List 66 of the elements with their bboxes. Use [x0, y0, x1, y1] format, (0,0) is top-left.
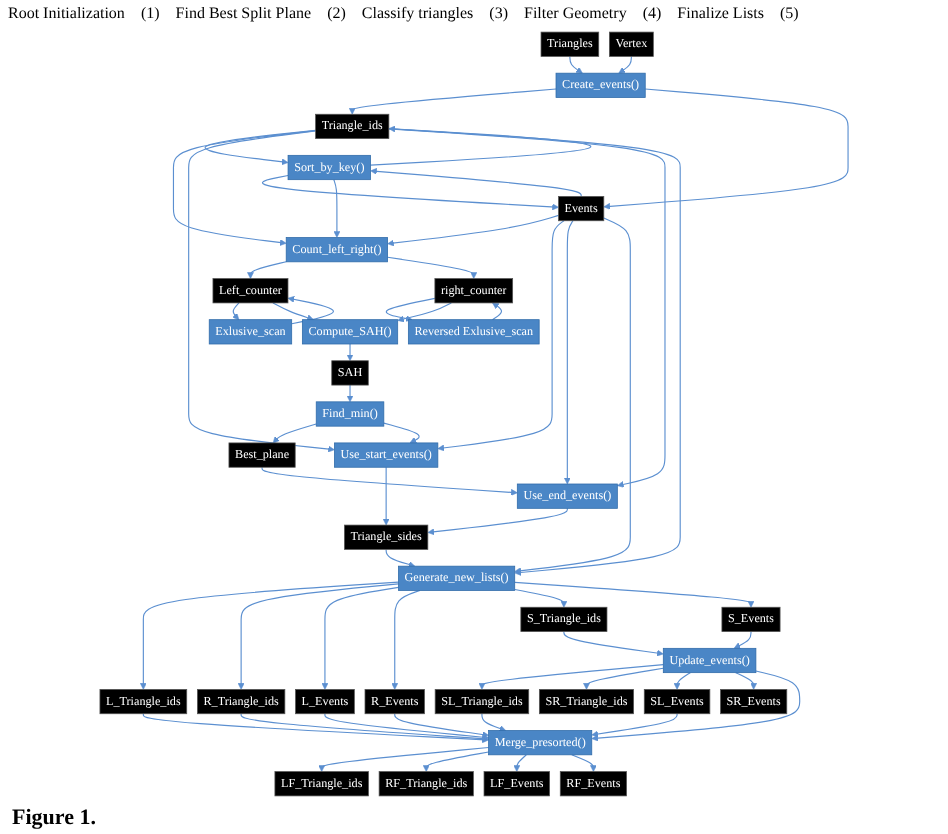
arrow: [237, 583, 399, 690]
section-label: (5): [779, 4, 799, 22]
arrow: [394, 713, 489, 738]
arrow: [437, 220, 565, 452]
arrow: [240, 713, 489, 743]
arrow: [333, 179, 341, 238]
section-label: Root Initialization: [8, 4, 125, 22]
section-label: Find Best Split Plane: [175, 4, 312, 22]
arrow: [673, 672, 691, 690]
arrow: [348, 88, 557, 115]
arrow: [733, 631, 752, 649]
arrow: [591, 713, 678, 738]
arrow: [569, 55, 583, 74]
arrow: [388, 128, 681, 576]
arrow: [563, 631, 664, 657]
arrow: [478, 664, 664, 690]
arrow: [272, 423, 317, 444]
arrow: [287, 296, 334, 325]
arrow: [618, 55, 632, 74]
arrow: [382, 466, 390, 526]
arrow: [571, 754, 597, 772]
arrow: [188, 130, 335, 453]
section-label: (2): [327, 4, 346, 22]
arrow: [272, 302, 314, 321]
arrow: [370, 168, 582, 197]
arrow: [564, 220, 574, 485]
arrow: [513, 754, 527, 772]
arrow: [346, 343, 354, 362]
arrow: [397, 302, 452, 323]
arrow: [514, 581, 755, 608]
arrow: [321, 586, 399, 690]
section-label: Finalize Lists: [677, 4, 764, 22]
arrow: [388, 128, 666, 488]
arrow: [491, 302, 503, 321]
section-label: Filter Geometry: [524, 4, 627, 22]
arrow: [427, 507, 568, 536]
arrow: [262, 174, 559, 211]
arrow: [140, 581, 399, 690]
arrow: [370, 125, 592, 166]
arrow: [387, 214, 560, 247]
section-label: (3): [489, 4, 508, 22]
section-label: (1): [140, 4, 160, 22]
arrow: [391, 589, 421, 690]
arrow: [422, 751, 490, 772]
arrow: [247, 261, 287, 279]
arrow: [514, 588, 568, 608]
arrow: [324, 713, 489, 741]
arrow: [232, 302, 240, 320]
arrow: [583, 667, 664, 690]
figure-caption: Figure 1.: [10, 804, 98, 834]
arrow: [204, 129, 317, 166]
arrow: [172, 130, 317, 246]
arrow: [481, 713, 506, 732]
arrow: [261, 466, 518, 496]
arrow: [142, 713, 489, 743]
arrow: [735, 672, 757, 690]
arrow: [603, 88, 849, 210]
arrow: [385, 297, 436, 322]
arrow: [383, 422, 420, 444]
arrow: [387, 256, 478, 279]
arrow: [385, 548, 416, 568]
section-label: (4): [642, 4, 662, 22]
arrow: [346, 384, 354, 403]
section-label: Classify triangles: [361, 4, 474, 22]
arrow: [591, 670, 801, 742]
arrow: [318, 746, 490, 772]
